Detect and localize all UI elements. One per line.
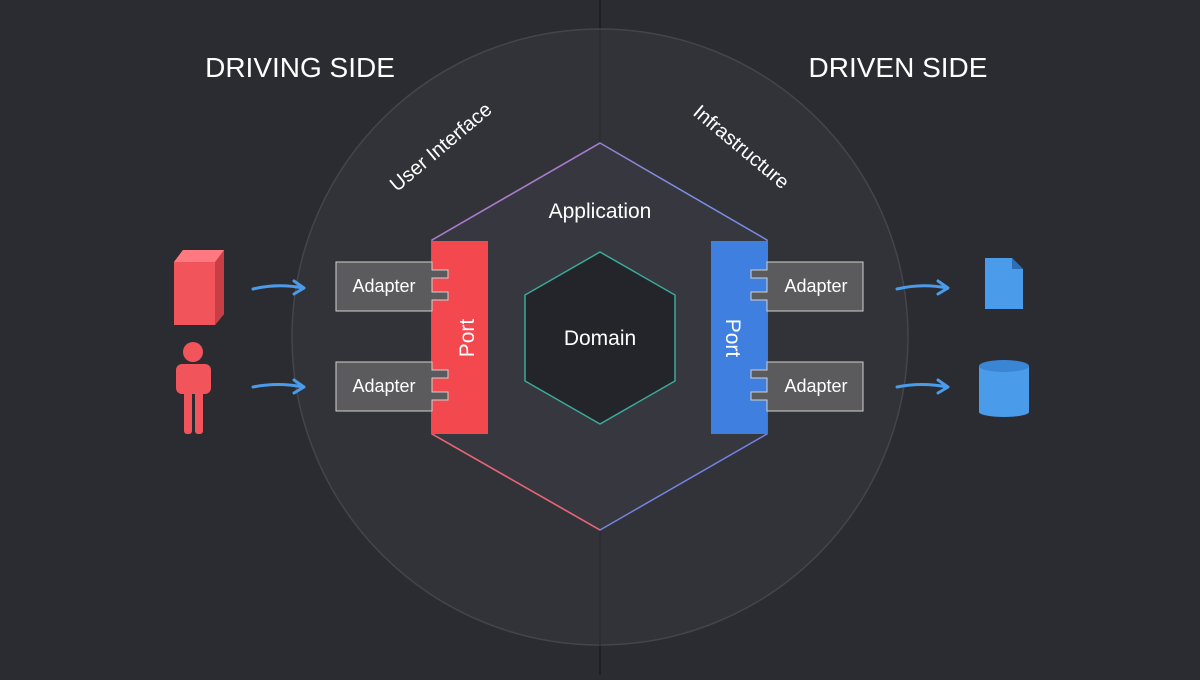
right-adapter-1-label: Adapter	[784, 276, 847, 296]
right-adapter-2-label: Adapter	[784, 376, 847, 396]
document-icon	[985, 258, 1023, 309]
application-hexagon-lower-edge	[431, 433, 601, 531]
database-icon	[979, 360, 1029, 417]
left-adapter-2-label: Adapter	[352, 376, 415, 396]
arrow-driven-top	[895, 279, 950, 296]
driving-side-heading: DRIVING SIDE	[205, 52, 395, 83]
block-icon	[174, 250, 224, 325]
application-label: Application	[549, 200, 652, 223]
driven-side-heading: DRIVEN SIDE	[809, 52, 988, 83]
left-adapter-2: Adapter	[335, 361, 449, 412]
left-adapter-1: Adapter	[335, 261, 449, 312]
left-adapter-1-label: Adapter	[352, 276, 415, 296]
domain-label: Domain	[564, 327, 636, 350]
right-port-label: Port	[721, 319, 744, 358]
right-adapter-1: Adapter	[750, 261, 864, 312]
left-port-label: Port	[456, 319, 479, 358]
person-icon	[176, 342, 211, 434]
arrow-driven-bottom	[895, 378, 950, 395]
domain-hexagon	[524, 251, 676, 425]
right-adapter-2: Adapter	[750, 361, 864, 412]
arrow-driving-top	[251, 279, 306, 296]
application-hexagon-upper-left-edge	[431, 142, 601, 241]
arrow-driving-bottom	[251, 378, 306, 395]
